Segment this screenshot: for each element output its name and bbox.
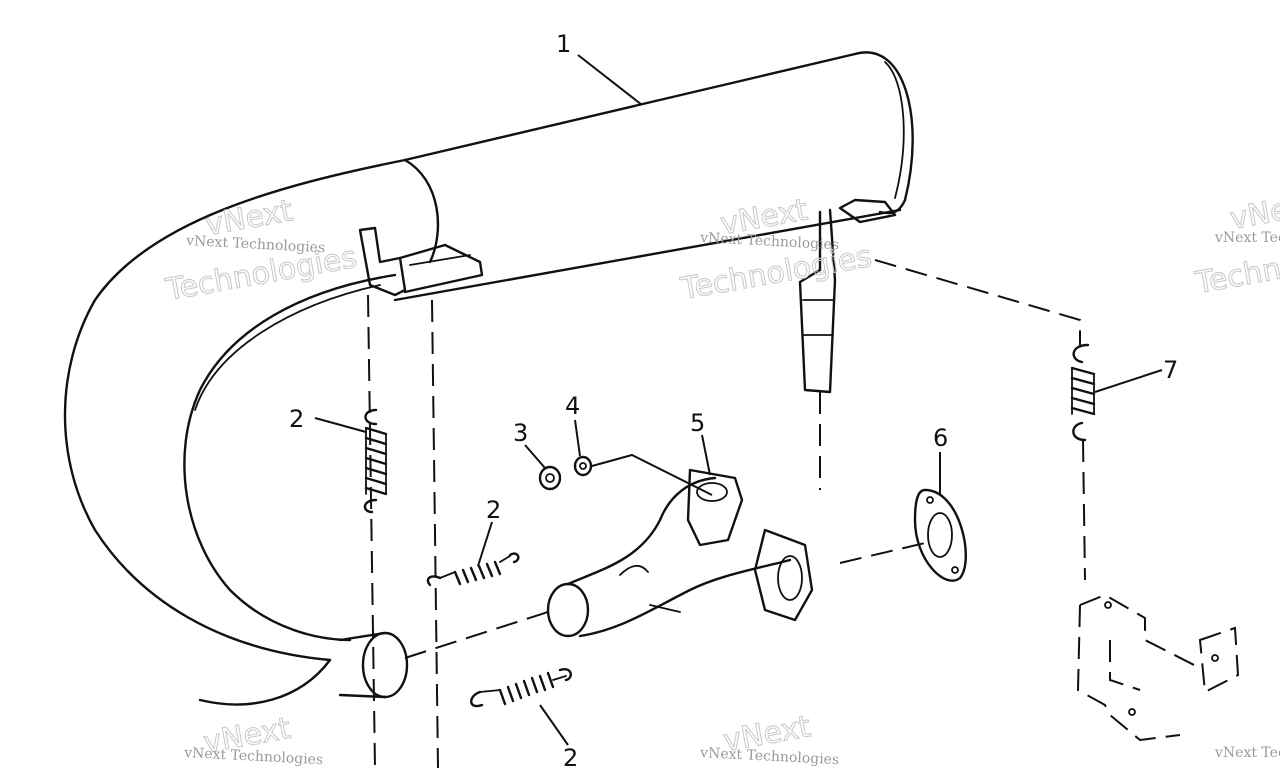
part-6-gasket [913,488,967,582]
callout-7: 7 [1163,356,1178,384]
frame-bracket [1076,593,1240,742]
watermark-2-small: vNext Technologies [699,230,840,253]
callout-4: 4 [565,392,580,420]
watermark-6-small: vNext Technologies [1214,745,1280,761]
watermark-5-small: vNext Technologies [699,745,840,768]
part-2-spring-middle [426,552,520,587]
callout-6: 6 [933,424,948,452]
part-2-spring-left [363,408,388,514]
leader-lines [314,54,1163,746]
part-4-washer [573,455,593,477]
watermark-3-small: vNext Technologies [1214,230,1280,246]
callout-1: 1 [556,30,571,58]
part-5-y-manifold [546,468,814,638]
callout-3: 3 [513,419,528,447]
assembly-guide-lines [367,259,1086,768]
part-3-nut [538,465,562,491]
callout-2-bottom: 2 [563,744,578,768]
callout-2-middle: 2 [486,496,501,524]
part-1-muffler [63,51,914,706]
part-2-spring-bottom [470,668,572,708]
callout-2-left: 2 [289,405,304,433]
watermark-1-small: vNext Technologies [185,233,326,256]
callout-5: 5 [690,409,705,437]
part-7-spring [1070,343,1096,442]
watermark-4-small: vNext Technologies [183,745,324,768]
